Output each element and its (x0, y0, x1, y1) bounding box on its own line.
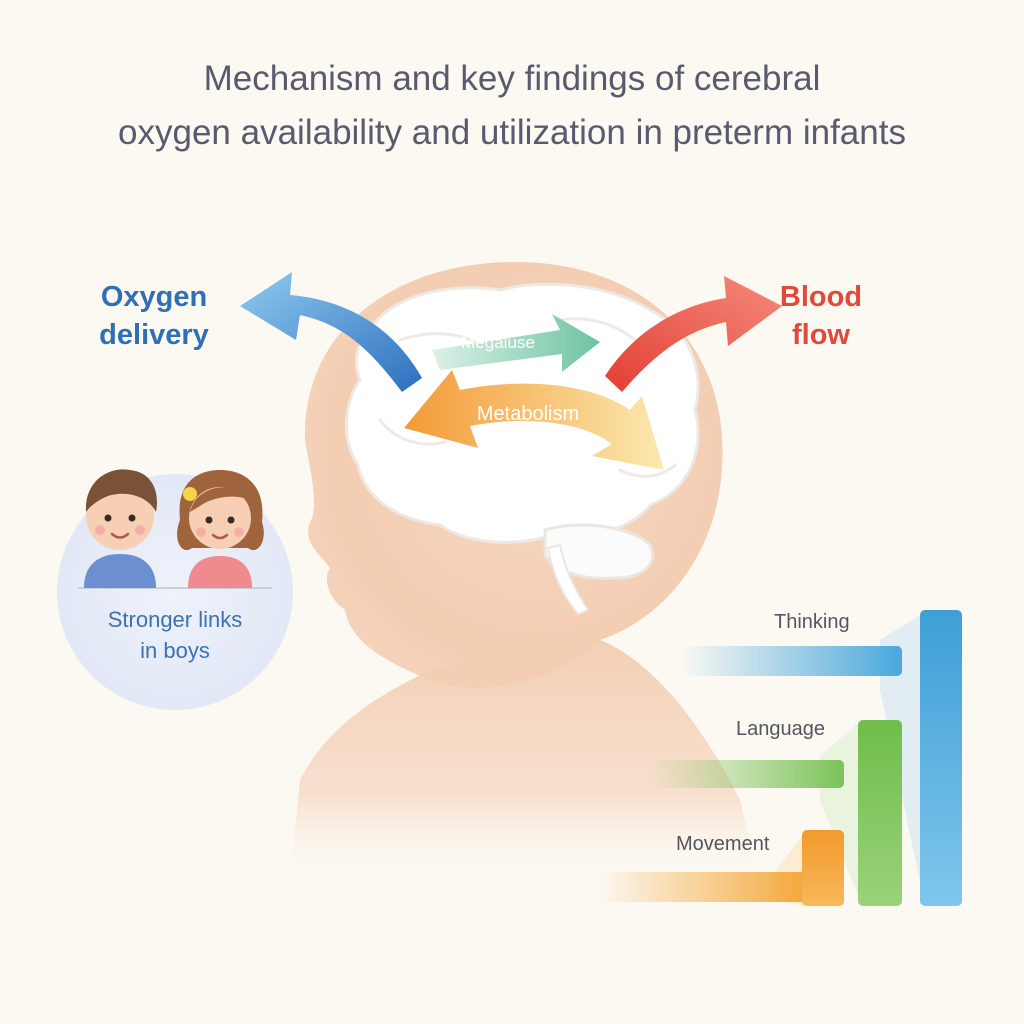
blood-flow-arrow (605, 276, 782, 392)
girl-figure (177, 470, 264, 588)
boy-figure (84, 469, 157, 588)
title-line-2: oxygen availability and utilization in p… (118, 113, 906, 152)
blood-flow-label: Blood flow (779, 281, 863, 351)
page-title: Mechanism and key findings of cerebral o… (0, 52, 1024, 160)
brain-stem (546, 543, 590, 616)
oxygen-delivery-label: Oxygen delivery (99, 281, 209, 351)
metabolism-label: Metabolism (477, 403, 579, 425)
brain-folds (378, 317, 677, 478)
movement-bar-horizontal (596, 872, 810, 902)
oxygen-delivery-arrow (240, 272, 422, 392)
infant-body (290, 640, 760, 880)
sex-difference-note: Stronger links in boys (107, 607, 243, 663)
outcome-label-thinking: Thinking (774, 611, 850, 633)
thinking-connector (880, 612, 925, 906)
upper-arrow-label: Megaluse (461, 333, 535, 352)
thinking-bar-horizontal (680, 646, 902, 676)
boys-girls-panel (57, 469, 293, 710)
outcome-label-language: Language (736, 718, 825, 740)
language-bar-horizontal (650, 760, 844, 788)
thinking-bar-vertical (920, 610, 962, 906)
movement-bar-vertical (802, 830, 844, 906)
outcome-bars (596, 610, 962, 906)
upper-arrow (432, 314, 600, 372)
title-line-1: Mechanism and key findings of cerebral (203, 59, 821, 98)
language-bar-vertical (858, 720, 902, 906)
outcome-label-movement: Movement (676, 833, 770, 855)
metabolism-arrow (404, 370, 664, 470)
